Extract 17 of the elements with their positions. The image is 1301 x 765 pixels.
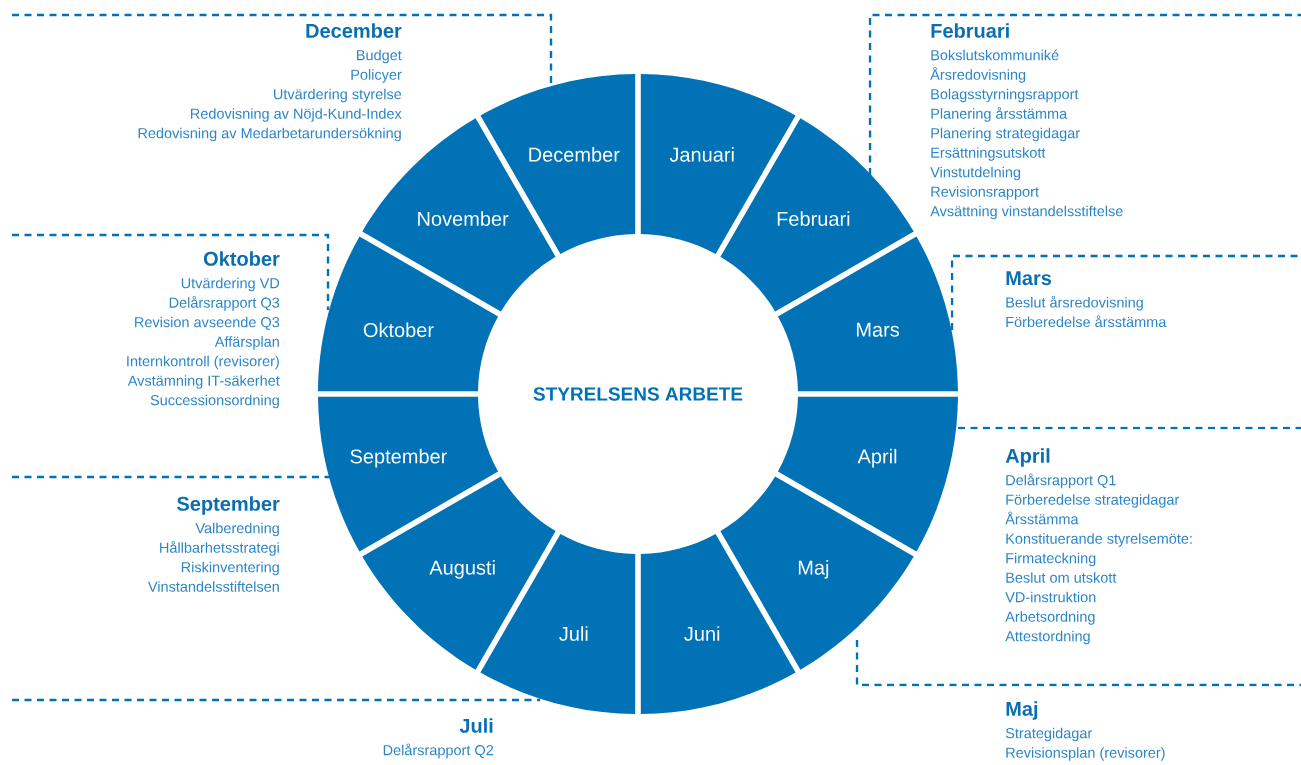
node-label: Maj [798, 560, 829, 579]
node-label: April [857, 448, 897, 468]
month-segment: Oktober [318, 236, 499, 392]
agenda-list: Mars Beslut årsredovisning Förberedelse årsstämma [950, 254, 1301, 330]
center-title: STYRELSENS ARBETE [533, 387, 743, 401]
node-label: Mars [856, 322, 900, 337]
node-label: Oktober [363, 322, 434, 338]
month-segment: Mars [777, 236, 958, 392]
node-label: Juli [559, 626, 588, 641]
agenda-list: Maj Strategidagar Revisionsplan (revisorer) [1005, 701, 1165, 761]
month-segment: Augusti [362, 476, 556, 670]
month-segment: September [318, 396, 499, 552]
month-segment: April [777, 396, 958, 552]
month-segment: Maj [720, 476, 914, 670]
month-segment: Juni [640, 533, 796, 714]
node-label: Juni [684, 626, 720, 641]
node-label: September [350, 448, 448, 468]
